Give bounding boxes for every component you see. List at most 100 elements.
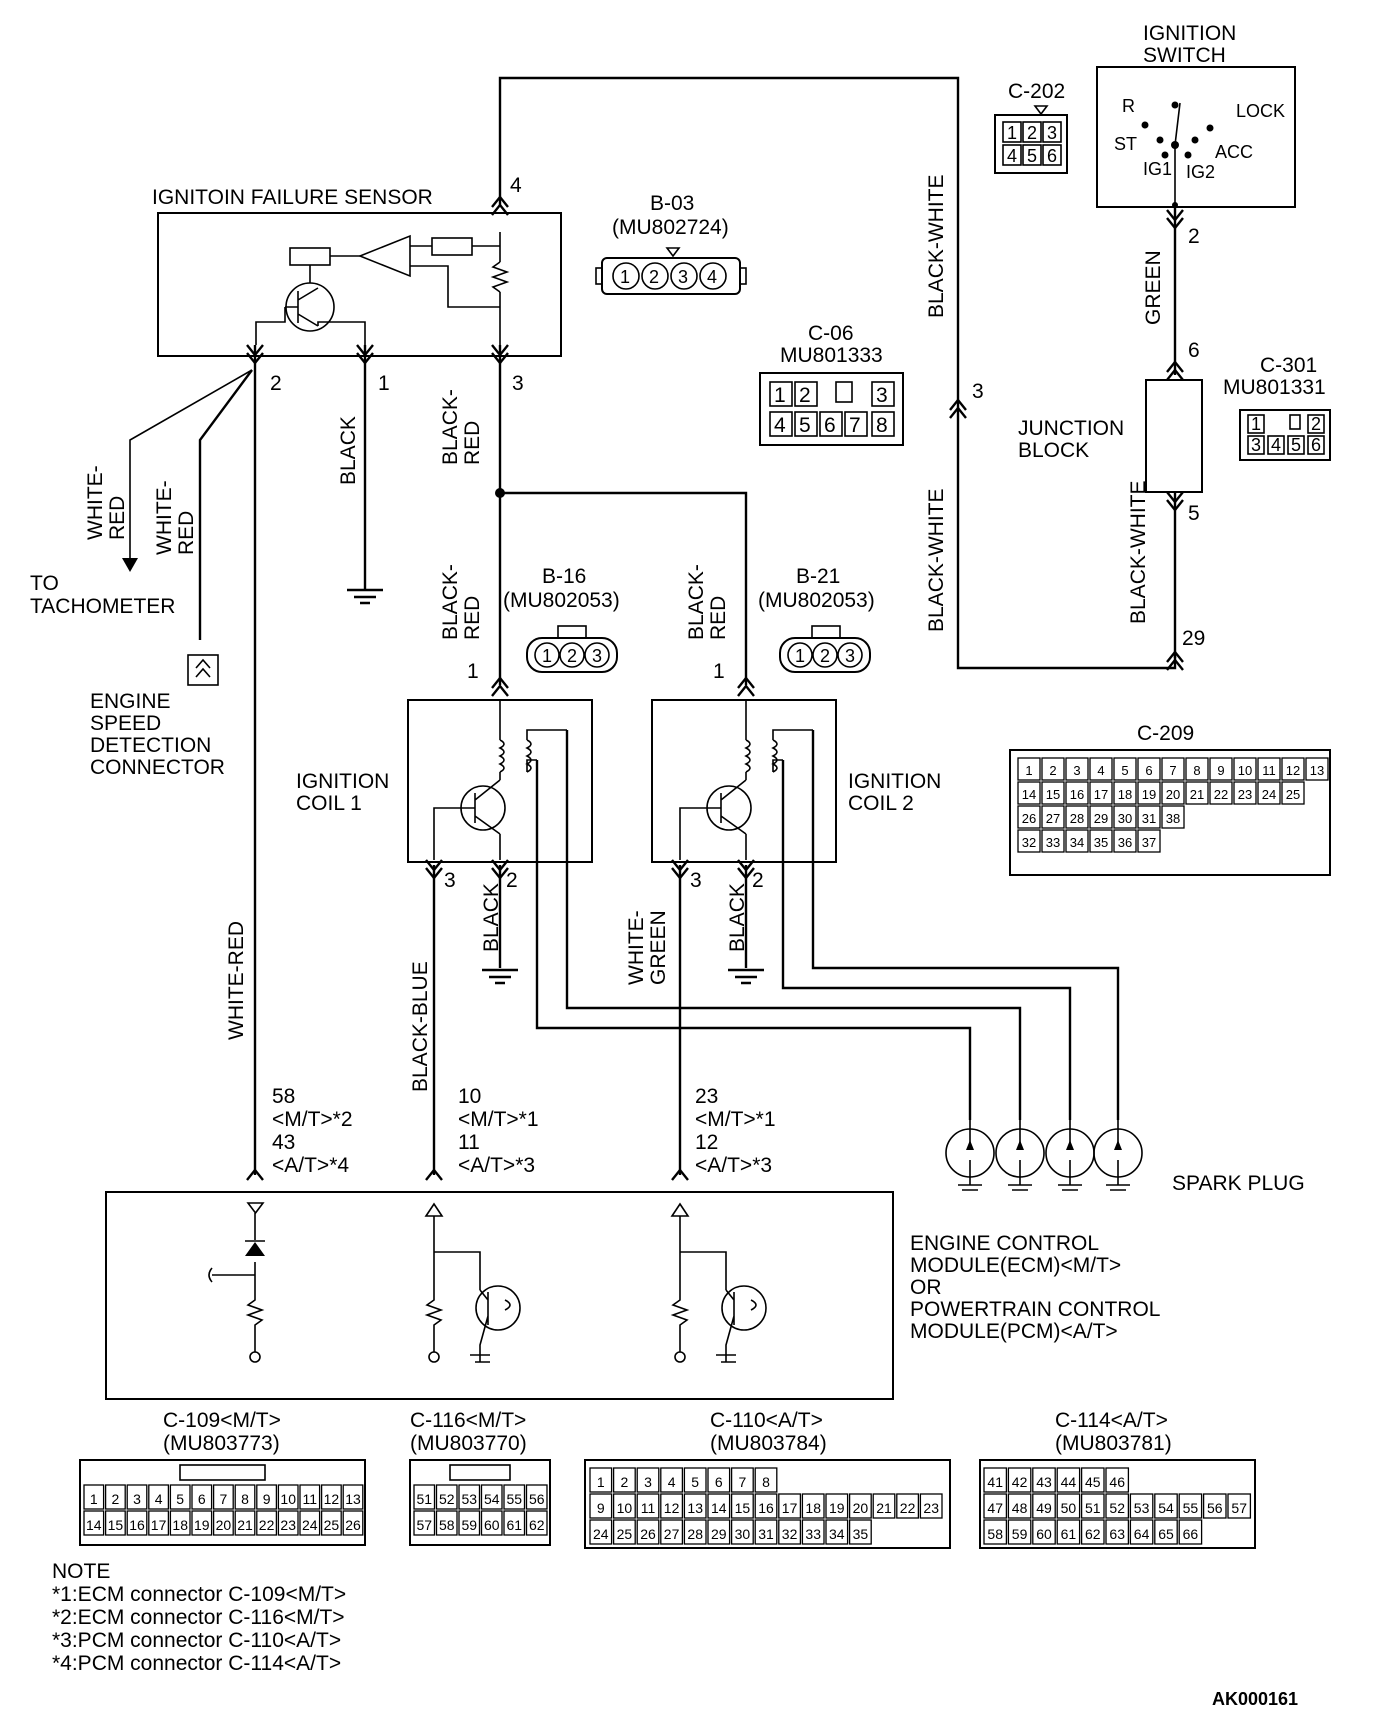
connector-cell bbox=[1065, 781, 1089, 805]
connector-pin-label: 36 bbox=[1118, 835, 1132, 850]
connector-cell bbox=[1041, 757, 1065, 781]
connector-cell bbox=[1080, 1519, 1105, 1545]
connector-pin-label: 60 bbox=[484, 1517, 500, 1533]
svg-text:C-209: C-209 bbox=[1137, 722, 1194, 745]
connector-pin-label: 23 bbox=[923, 1500, 939, 1516]
connector-pin-label: 50 bbox=[1061, 1500, 1077, 1516]
connector-cell bbox=[1178, 1493, 1203, 1519]
connector-pin-label: 28 bbox=[687, 1526, 703, 1542]
connector-pin-label: 5 bbox=[1121, 763, 1128, 778]
connector-pin-label: 8 bbox=[762, 1474, 770, 1490]
connector-cell bbox=[1281, 757, 1305, 781]
connector-pin-label: 58 bbox=[987, 1526, 1003, 1542]
svg-text:3: 3 bbox=[972, 380, 984, 403]
svg-text:5: 5 bbox=[799, 414, 811, 437]
connector-cell bbox=[1032, 1519, 1056, 1545]
connector-pin-label: 51 bbox=[416, 1491, 432, 1507]
svg-text:(MU802724): (MU802724) bbox=[612, 216, 729, 239]
svg-text:R: R bbox=[1122, 96, 1135, 116]
connector-pin-label: 61 bbox=[506, 1517, 522, 1533]
svg-text:C-06: C-06 bbox=[808, 322, 854, 345]
connector-pin-label: 62 bbox=[1085, 1526, 1101, 1542]
connector-pin-label: 60 bbox=[1036, 1526, 1052, 1542]
connector-pin-label: 8 bbox=[241, 1491, 249, 1507]
connector-pin-label: 12 bbox=[324, 1491, 340, 1507]
black-white-wire-loop bbox=[498, 76, 1177, 670]
connector-pin-label: 41 bbox=[987, 1474, 1003, 1490]
connector-cell bbox=[191, 1510, 213, 1536]
connector-cell bbox=[1113, 805, 1137, 829]
connector-pin-label: 22 bbox=[900, 1500, 916, 1516]
svg-text:2: 2 bbox=[567, 646, 577, 666]
connector-cell bbox=[1080, 1493, 1105, 1519]
svg-text:WHITE-: WHITE- bbox=[625, 910, 648, 985]
svg-text:2: 2 bbox=[1311, 414, 1321, 434]
connector-cell bbox=[589, 1467, 613, 1493]
svg-text:DETECTION: DETECTION bbox=[90, 734, 211, 757]
ht-lead-1 bbox=[535, 760, 972, 1120]
splice-dot bbox=[495, 488, 505, 498]
connector-pin-label: 13 bbox=[687, 1500, 703, 1516]
svg-text:MODULE(PCM)<A/T>: MODULE(PCM)<A/T> bbox=[910, 1320, 1118, 1343]
svg-text:RED: RED bbox=[461, 421, 484, 465]
connector-pin-label: 14 bbox=[1022, 787, 1036, 802]
ignition-coil-2: IGNITION COIL 2 bbox=[651, 699, 941, 863]
connector-pin-label: 58 bbox=[439, 1517, 455, 1533]
connector-cell bbox=[707, 1493, 731, 1519]
connector-cell bbox=[589, 1493, 613, 1519]
connector-cell bbox=[1209, 757, 1233, 781]
connector-cell bbox=[1105, 1467, 1130, 1493]
connector-pin-label: 64 bbox=[1134, 1526, 1150, 1542]
svg-text:3: 3 bbox=[845, 646, 855, 666]
connector-cell bbox=[1065, 805, 1089, 829]
connector-pin-label: 31 bbox=[1142, 811, 1156, 826]
connector-cell bbox=[1105, 1493, 1130, 1519]
connector-cell bbox=[104, 1484, 126, 1510]
connector-cell bbox=[1137, 757, 1161, 781]
connector-cell bbox=[256, 1510, 278, 1536]
svg-text:3: 3 bbox=[1251, 435, 1261, 455]
svg-text:<A/T>*3: <A/T>*3 bbox=[695, 1154, 772, 1177]
svg-text:NOTE: NOTE bbox=[52, 1560, 110, 1583]
connector-cell bbox=[1105, 1519, 1130, 1545]
connector-cell bbox=[983, 1467, 1008, 1493]
connector-pin-label: 44 bbox=[1061, 1474, 1077, 1490]
connector-cell bbox=[1089, 757, 1113, 781]
connector-cell bbox=[104, 1510, 126, 1536]
connector-cell bbox=[256, 1484, 278, 1510]
connector-cell bbox=[1137, 805, 1161, 829]
connector-pin-label: 11 bbox=[303, 1491, 318, 1507]
ground-symbol-coil2 bbox=[728, 968, 764, 985]
svg-text:B-03: B-03 bbox=[650, 192, 694, 215]
svg-text:*2:ECM connector C-116<M/T>: *2:ECM connector C-116<M/T> bbox=[52, 1606, 345, 1629]
connector-cell bbox=[435, 1484, 458, 1510]
connector-cell bbox=[148, 1484, 170, 1510]
svg-text:COIL 1: COIL 1 bbox=[296, 792, 362, 815]
connector-cell bbox=[1209, 781, 1233, 805]
connector-pin-label: 17 bbox=[1094, 787, 1108, 802]
svg-text:29: 29 bbox=[1182, 627, 1205, 650]
svg-text:3: 3 bbox=[592, 646, 602, 666]
connector-cell bbox=[413, 1510, 436, 1536]
svg-text:TACHOMETER: TACHOMETER bbox=[30, 595, 175, 618]
svg-text:<M/T>*2: <M/T>*2 bbox=[272, 1108, 353, 1131]
connector-cell bbox=[1257, 781, 1281, 805]
svg-text:1: 1 bbox=[1007, 123, 1017, 143]
svg-text:<M/T>*1: <M/T>*1 bbox=[695, 1108, 776, 1131]
connector-cell bbox=[848, 1519, 872, 1545]
connector-cell bbox=[525, 1484, 548, 1510]
connector-pin-label: 13 bbox=[1310, 763, 1324, 778]
svg-text:5: 5 bbox=[1291, 435, 1301, 455]
ignition-coil-1: IGNITION COIL 1 bbox=[296, 699, 593, 863]
connector-pin-label: 25 bbox=[324, 1517, 340, 1533]
svg-text:2: 2 bbox=[1188, 225, 1200, 248]
connector-pin-label: 19 bbox=[829, 1500, 845, 1516]
connector-pin-label: 34 bbox=[1070, 835, 1084, 850]
svg-text:COIL 2: COIL 2 bbox=[848, 792, 914, 815]
svg-text:12: 12 bbox=[695, 1131, 718, 1154]
